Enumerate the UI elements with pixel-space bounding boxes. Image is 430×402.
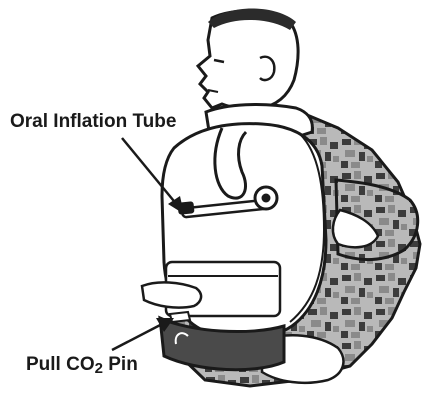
pin-tab: [142, 282, 201, 307]
pull-pin-label-prefix: Pull CO: [26, 354, 95, 375]
inflation-valve-center-icon: [262, 194, 271, 203]
oral-inflation-tube-label: Oral Inflation Tube: [10, 111, 176, 133]
co2-pin-icon: [170, 312, 190, 322]
pull-co2-pin-label: Pull CO2 Pin: [26, 354, 138, 376]
pull-pin-label-suffix: Pin: [103, 354, 138, 375]
pull-pin-label-subscript: 2: [95, 360, 103, 377]
pull-pin-arrow: [112, 322, 166, 350]
